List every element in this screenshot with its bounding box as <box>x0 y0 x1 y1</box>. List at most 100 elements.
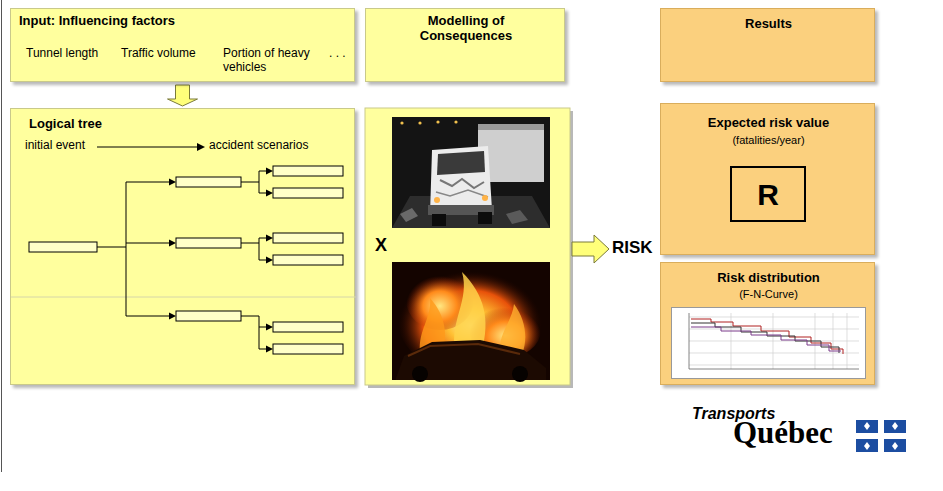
box-heading: Logical tree <box>29 117 102 132</box>
fn-curve-chart-part-part <box>847 313 848 369</box>
crash-photo <box>392 117 550 228</box>
fn-curve-chart-part-part <box>689 353 859 354</box>
fire-photo-part <box>454 272 485 350</box>
event-tree-part <box>273 344 343 354</box>
axis-text: initial event <box>25 139 85 153</box>
event-tree-part <box>273 233 343 243</box>
crash-photo-part <box>400 121 403 124</box>
crash-photo-part <box>434 197 440 203</box>
result-label: RISK <box>612 239 653 258</box>
event-tree-part <box>259 260 267 261</box>
quebec-flag-part <box>864 442 870 450</box>
event-tree-part <box>266 235 273 242</box>
event-tree-part <box>126 182 169 183</box>
event-tree-part <box>97 147 199 148</box>
fn-curve-chart-part-part <box>731 313 732 369</box>
heading-box: Modelling of Consequences <box>365 8 565 82</box>
factor-text: Portion of heavy vehicles <box>223 47 315 75</box>
fn-curve-chart-part <box>672 308 866 379</box>
frame-line <box>1 0 2 472</box>
operator-sign: X <box>375 236 387 256</box>
input-box: Input: Influencing factorsTunnel length T… <box>10 8 355 82</box>
quebec-flag <box>856 420 906 452</box>
quebec-flag-part <box>892 442 898 450</box>
crash-photo-part <box>436 190 488 197</box>
fn-curve-chart-part <box>689 313 859 369</box>
event-tree-part <box>241 182 259 183</box>
axis-text: accident scenarios <box>209 139 308 153</box>
fn-curve-chart-part-part <box>773 313 774 369</box>
crash-photo-part <box>478 212 492 224</box>
fn-curve-chart-part <box>691 327 841 351</box>
event-tree-part <box>259 171 267 172</box>
factor-text: . . . <box>329 47 346 61</box>
crash-photo-part <box>440 179 484 188</box>
event-tree-part <box>29 242 97 252</box>
value-symbol: R <box>732 178 804 213</box>
event-tree-part <box>273 188 343 198</box>
event-tree-part <box>176 177 241 187</box>
event-tree-part <box>266 257 273 264</box>
fn-curve-chart <box>671 307 866 379</box>
event-tree-part <box>241 316 259 317</box>
event-tree-part <box>169 313 176 320</box>
fn-curve-chart-part-part <box>689 365 859 366</box>
fire-photo-part <box>408 344 520 356</box>
crash-photo-part <box>392 117 550 228</box>
crash-photo-part <box>432 214 446 226</box>
heading-box: Results <box>660 8 875 82</box>
crash-photo-part <box>437 151 485 175</box>
quebec-flag-part <box>856 420 906 452</box>
event-tree-part <box>197 143 205 151</box>
event-tree-part <box>273 255 343 265</box>
event-tree-part <box>176 238 241 248</box>
event-tree-part <box>259 238 260 260</box>
event-tree-part <box>259 193 267 194</box>
event-tree-part <box>266 168 273 175</box>
crash-photo-part <box>478 124 544 130</box>
fire-photo-part <box>412 366 428 382</box>
event-tree-part <box>126 316 169 317</box>
event-tree-part <box>266 346 273 353</box>
event-tree-part <box>266 190 273 197</box>
logo-text: Québec <box>733 416 833 450</box>
fn-curve-chart-part <box>691 319 843 354</box>
event-tree-part <box>259 238 267 239</box>
unit-text: (F-N-Curve) <box>661 288 876 301</box>
box-heading: Results <box>661 17 876 32</box>
unit-text: (fatalities/year) <box>661 134 876 147</box>
factor-text: Traffic volume <box>121 47 196 61</box>
factor-text: Tunnel length <box>26 47 98 61</box>
event-tree-part <box>176 311 241 321</box>
crash-photo-part <box>400 208 418 222</box>
fn-curve-chart-part-part <box>689 317 859 318</box>
box-heading: Input: Influencing factors <box>19 14 175 29</box>
result-box: Risk distribution(F-N-Curve) <box>660 262 875 385</box>
event-tree-part <box>273 166 343 176</box>
event-tree-part <box>169 179 176 186</box>
event-tree-part <box>259 327 267 328</box>
event-tree-part <box>126 243 169 244</box>
fn-curve-chart-part-part <box>689 341 859 342</box>
crash-photo-part <box>418 121 421 124</box>
event-tree-part <box>259 349 267 350</box>
consequence-panel-part <box>365 108 570 385</box>
event-tree-part <box>273 322 343 332</box>
consequence-panel <box>365 108 573 388</box>
fn-curve-chart-part-part <box>689 329 859 330</box>
fire-photo-part <box>512 366 528 382</box>
crash-photo-part <box>506 210 528 224</box>
value-box: R <box>730 166 806 222</box>
box-heading: Modelling of Consequences <box>396 14 536 44</box>
quebec-flag-part <box>864 422 870 430</box>
result-box: Expected risk value(fatalities/year)R <box>660 103 875 255</box>
crash-photo-part <box>430 146 492 214</box>
event-tree-part <box>259 171 260 193</box>
event-tree-part <box>266 324 273 331</box>
fn-curve-chart-part <box>689 313 690 369</box>
quebec-flag-part <box>856 433 906 439</box>
flow-arrow <box>168 85 198 106</box>
fire-photo <box>392 262 550 382</box>
fn-curve-chart-part <box>689 369 859 370</box>
